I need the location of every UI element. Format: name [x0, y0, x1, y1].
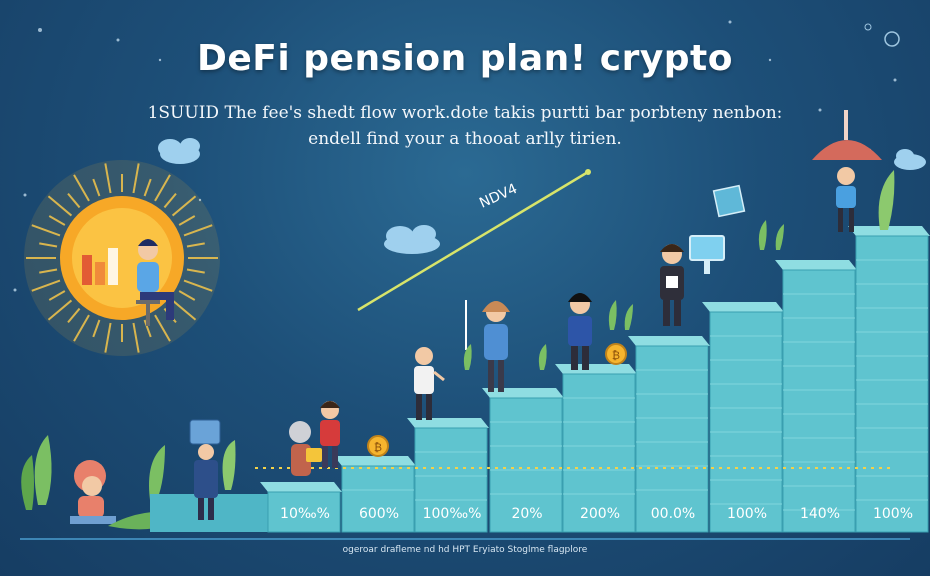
trend-line	[357, 170, 589, 312]
sun-ray	[143, 178, 152, 197]
step-percent-label: 100%	[727, 506, 767, 522]
step-top	[628, 336, 710, 346]
sun-ray	[73, 174, 90, 202]
bubble-icon	[884, 31, 900, 47]
trend-line-end-dot	[585, 169, 591, 175]
step-block	[267, 491, 341, 533]
sun-ray	[48, 215, 66, 226]
sun-ray	[132, 163, 140, 194]
sun-ray	[92, 319, 101, 338]
step-block	[782, 269, 856, 533]
child-figure	[70, 460, 116, 524]
sun-ray	[31, 224, 61, 237]
sun-ray	[178, 290, 196, 301]
sun-ray	[47, 299, 73, 321]
woman-with-flag-figure	[465, 300, 510, 392]
sun-ray	[183, 279, 213, 292]
bubble-icon	[864, 23, 872, 31]
ground-line	[20, 538, 910, 540]
step-block	[635, 345, 709, 533]
step-percent-label: 00.0%	[651, 506, 695, 522]
sun-ray	[186, 268, 205, 274]
sun-ray	[39, 268, 58, 274]
step-percent-label: 200%	[580, 506, 620, 522]
step-percent-label: 20%	[511, 506, 542, 522]
sun-ray	[186, 242, 205, 248]
family-figures	[289, 401, 340, 476]
step-block	[489, 397, 563, 533]
step-percent-label: 100‰%	[423, 506, 482, 522]
plant-icon	[21, 435, 236, 510]
staircase: 10‰% 600% 100‰% 20% 200% 00.0% 100% 140% 100%	[150, 226, 930, 533]
blockchain-cube-icon	[712, 184, 746, 218]
step-block	[562, 373, 636, 533]
cloud-icon	[894, 149, 926, 170]
sun-ray	[67, 307, 81, 323]
sun-ray	[178, 215, 196, 226]
elderly-person-figure	[812, 110, 882, 232]
sun-ray	[171, 299, 197, 321]
sun-ray	[143, 319, 152, 338]
step-top	[555, 364, 637, 374]
svg-text:₿: ₿	[374, 441, 382, 454]
sun-icon	[24, 160, 220, 356]
step-top	[407, 418, 489, 428]
sun-ray	[67, 193, 81, 209]
seated-person-figure	[136, 239, 174, 326]
step-block	[414, 427, 488, 533]
step-block	[709, 311, 783, 533]
step-top	[260, 482, 342, 492]
sun-ray	[92, 178, 101, 197]
step-top	[775, 260, 857, 270]
cloud-icon	[384, 225, 440, 254]
man-pointing-figure	[414, 347, 445, 420]
coin-icon: ₿	[367, 435, 389, 457]
sun-ray	[39, 242, 58, 248]
step-block	[341, 465, 415, 533]
sun-ray	[154, 314, 171, 342]
step-top	[482, 388, 564, 398]
svg-text:₿: ₿	[612, 349, 620, 362]
sun-ray	[104, 163, 112, 194]
page-title: DeFi pension plan! crypto	[197, 38, 733, 79]
step-percent-label: 140%	[800, 506, 840, 522]
step-top	[848, 226, 930, 236]
sun-ray	[154, 174, 171, 202]
step-top	[334, 456, 416, 466]
sun-ray	[73, 314, 90, 342]
footer-caption: ogeroar drafleme nd hd HPT Eryiato Stogl…	[342, 545, 588, 555]
sun-ray	[31, 279, 61, 292]
step-top	[702, 302, 784, 312]
sun-ray	[132, 322, 140, 353]
cloud-icon	[158, 138, 200, 164]
person-with-box-figure	[189, 419, 221, 520]
boy-figure	[568, 293, 592, 370]
subtitle: 1SUUID The fee's shedt flow work.dote ta…	[130, 100, 800, 152]
man-with-monitor-figure	[660, 235, 725, 326]
sun-ray	[47, 195, 73, 217]
sun-ray	[171, 195, 197, 217]
sun-ray	[104, 322, 112, 353]
subtitle-line-2: endell find your a thooat arlly tirien.	[308, 129, 622, 149]
trend-label: NDV4	[477, 181, 520, 212]
step-block	[855, 235, 929, 533]
step-percent-label: 100%	[873, 506, 913, 522]
sun-ray	[48, 290, 66, 301]
step-percent-label: 10‰%	[280, 506, 330, 522]
step-percent-label: 600%	[359, 506, 399, 522]
sun-ray	[163, 193, 177, 209]
subtitle-line-1: 1SUUID The fee's shedt flow work.dote ta…	[147, 103, 783, 123]
sun-ray	[183, 224, 213, 237]
coin-icon: ₿	[605, 343, 627, 365]
plant-icon	[463, 170, 895, 370]
